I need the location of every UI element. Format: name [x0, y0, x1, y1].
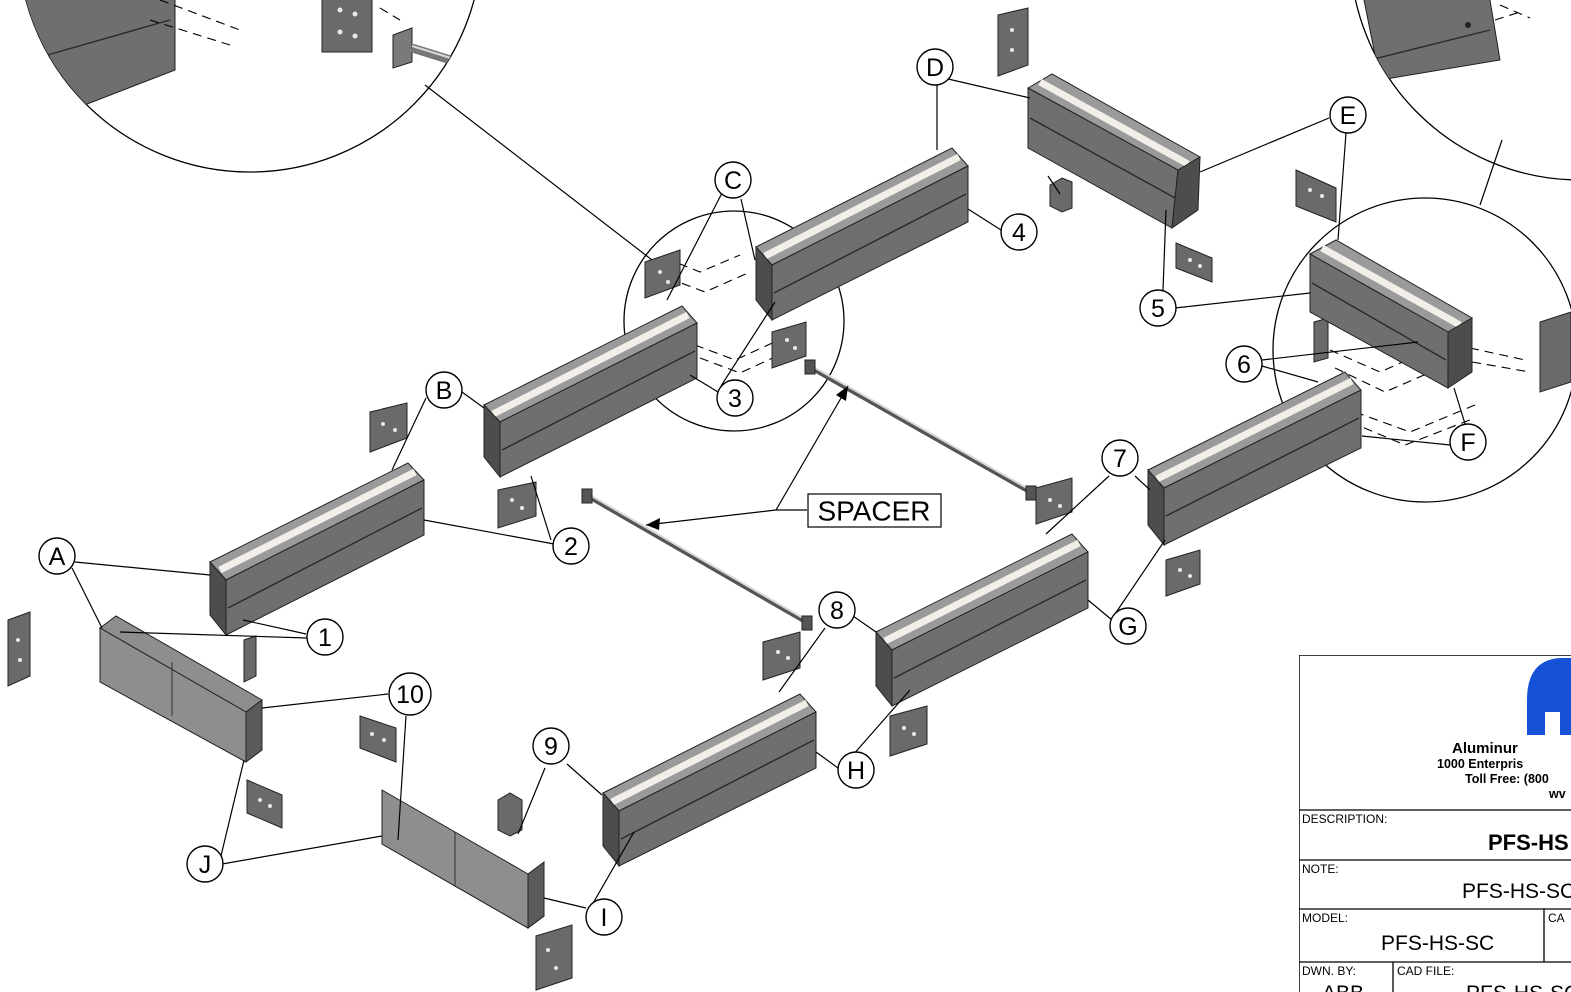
- svg-text:4: 4: [1012, 219, 1026, 247]
- svg-text:J: J: [199, 851, 212, 879]
- company-web: wv: [1548, 787, 1566, 801]
- callout-4: 4: [1000, 213, 1038, 251]
- beam-5: [1308, 239, 1473, 389]
- title-block: Aluminur 1000 Enterpris Toll Free: (800 …: [1299, 655, 1571, 992]
- spacer-leaders: [645, 385, 849, 530]
- detail-view-top-right: [1354, 0, 1571, 181]
- svg-text:9: 9: [544, 733, 558, 761]
- svg-text:F: F: [1460, 429, 1475, 457]
- company-address: 1000 Enterpris: [1437, 757, 1523, 771]
- beam-2: [483, 305, 698, 479]
- callout-9: 9: [532, 727, 570, 765]
- svg-text:B: B: [436, 377, 453, 405]
- svg-text:1: 1: [318, 624, 332, 652]
- description-value: PFS-HS: [1488, 830, 1569, 855]
- callout-F: F: [1449, 423, 1487, 461]
- company-logo: [1527, 658, 1571, 735]
- beam-7: [875, 533, 1089, 708]
- spacer-rod-upper: [804, 359, 1037, 501]
- beam-3: [755, 147, 969, 322]
- description-label: DESCRIPTION:: [1302, 812, 1387, 826]
- cat-label: CA: [1548, 911, 1565, 925]
- model-value: PFS-HS-SC: [1381, 932, 1494, 955]
- callout-H: H: [837, 751, 875, 789]
- callout-5: 5: [1139, 289, 1177, 327]
- beam-1: [209, 462, 425, 637]
- drawn-by-value: ABB: [1322, 982, 1364, 992]
- callout-J: J: [186, 845, 224, 883]
- svg-text:H: H: [847, 757, 865, 785]
- svg-text:10: 10: [396, 681, 424, 709]
- detail-circle-joint-c: [623, 210, 845, 432]
- beam-6: [1147, 371, 1362, 547]
- beam-4: [1026, 73, 1202, 230]
- callout-C: C: [714, 161, 752, 199]
- svg-text:C: C: [724, 167, 742, 195]
- callout-A: A: [38, 537, 76, 575]
- spacer-rod-lower: [581, 488, 813, 631]
- callout-7: 7: [1101, 439, 1139, 477]
- company-name: Aluminur: [1452, 740, 1518, 757]
- callout-B: B: [425, 371, 463, 409]
- svg-text:6: 6: [1237, 351, 1251, 379]
- company-phone: Toll Free: (800: [1465, 772, 1549, 786]
- svg-text:D: D: [926, 54, 944, 82]
- svg-text:8: 8: [830, 597, 844, 625]
- connector-plates: [7, 7, 1571, 991]
- callout-E: E: [1329, 96, 1367, 134]
- note-value: PFS-HS-SC: [1462, 880, 1571, 903]
- callout-I: I: [585, 898, 623, 936]
- cad-file-label: CAD FILE:: [1397, 964, 1454, 978]
- svg-text:5: 5: [1151, 295, 1165, 323]
- callout-10: 10: [388, 672, 432, 716]
- drawn-by-label: DWN. BY:: [1302, 964, 1356, 978]
- svg-text:I: I: [601, 904, 608, 932]
- callout-8: 8: [818, 591, 856, 629]
- svg-text:G: G: [1118, 613, 1137, 641]
- model-label: MODEL:: [1302, 911, 1348, 925]
- end-panel-right: [381, 789, 545, 929]
- note-label: NOTE:: [1302, 862, 1339, 876]
- spacer-label: SPACER: [807, 493, 942, 528]
- cad-file-value: PFS-HS-SC: [1466, 982, 1571, 992]
- callout-1: 1: [306, 618, 344, 656]
- svg-text:7: 7: [1113, 445, 1127, 473]
- detail-link-left: [424, 84, 653, 261]
- callout-2: 2: [552, 527, 590, 565]
- svg-text:SPACER: SPACER: [817, 496, 930, 527]
- hidden-lines-joint-c: [664, 254, 791, 374]
- hidden-lines-joint-f: [1329, 347, 1531, 446]
- detail-link-right: [1479, 139, 1503, 206]
- callout-6: 6: [1225, 345, 1263, 383]
- beam-8: [602, 693, 817, 868]
- detail-view-top-left: [19, 0, 475, 173]
- svg-text:2: 2: [564, 533, 578, 561]
- end-panel-left: [99, 615, 263, 763]
- callout-G: G: [1109, 607, 1147, 645]
- svg-text:A: A: [49, 543, 66, 571]
- detail-circle-joint-f: [1272, 197, 1571, 503]
- svg-text:3: 3: [728, 385, 742, 413]
- svg-text:E: E: [1340, 102, 1357, 130]
- callout-D: D: [916, 48, 954, 86]
- callout-3: 3: [716, 379, 754, 417]
